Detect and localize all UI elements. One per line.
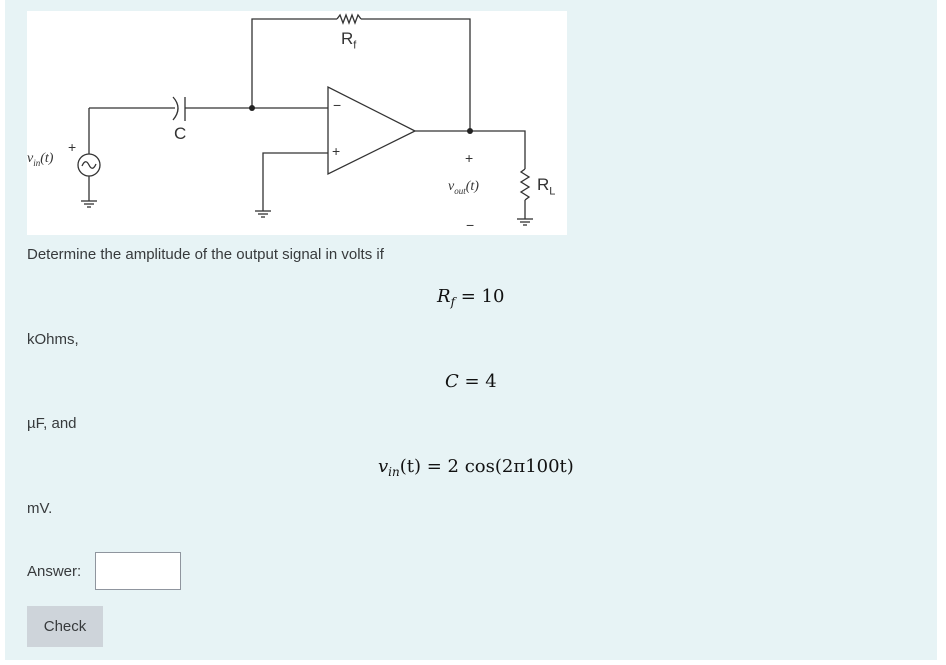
opamp-inverting-sign: −: [333, 97, 342, 113]
c-label: C: [174, 124, 187, 143]
vout-label: vout(t): [448, 179, 479, 196]
equation-vin: vin(t) = 2 cos(2π100t): [378, 456, 574, 479]
answer-input[interactable]: [95, 552, 181, 590]
c-unit-text: µF, and: [27, 415, 77, 432]
vin-label: vin(t): [27, 151, 54, 168]
equation-rf: Rf = 10: [437, 286, 505, 309]
rf-label: Rf: [341, 29, 357, 52]
vout-plus-sign: +: [465, 150, 474, 166]
equation-c: C = 4: [445, 371, 497, 392]
circuit-diagram: Rf C RL vin(t) + + vout(t) − − +: [27, 11, 567, 235]
rl-label: RL: [537, 175, 556, 198]
vin-unit-text: mV.: [27, 500, 53, 517]
answer-label: Answer:: [27, 563, 82, 580]
vin-plus-sign: +: [68, 139, 77, 155]
rf-unit-text: kOhms,: [27, 331, 79, 348]
check-button[interactable]: Check: [27, 606, 103, 647]
question-prompt: Determine the amplitude of the output si…: [27, 246, 384, 263]
opamp-noninverting-sign: +: [332, 143, 341, 159]
vout-minus-sign: −: [466, 217, 475, 233]
